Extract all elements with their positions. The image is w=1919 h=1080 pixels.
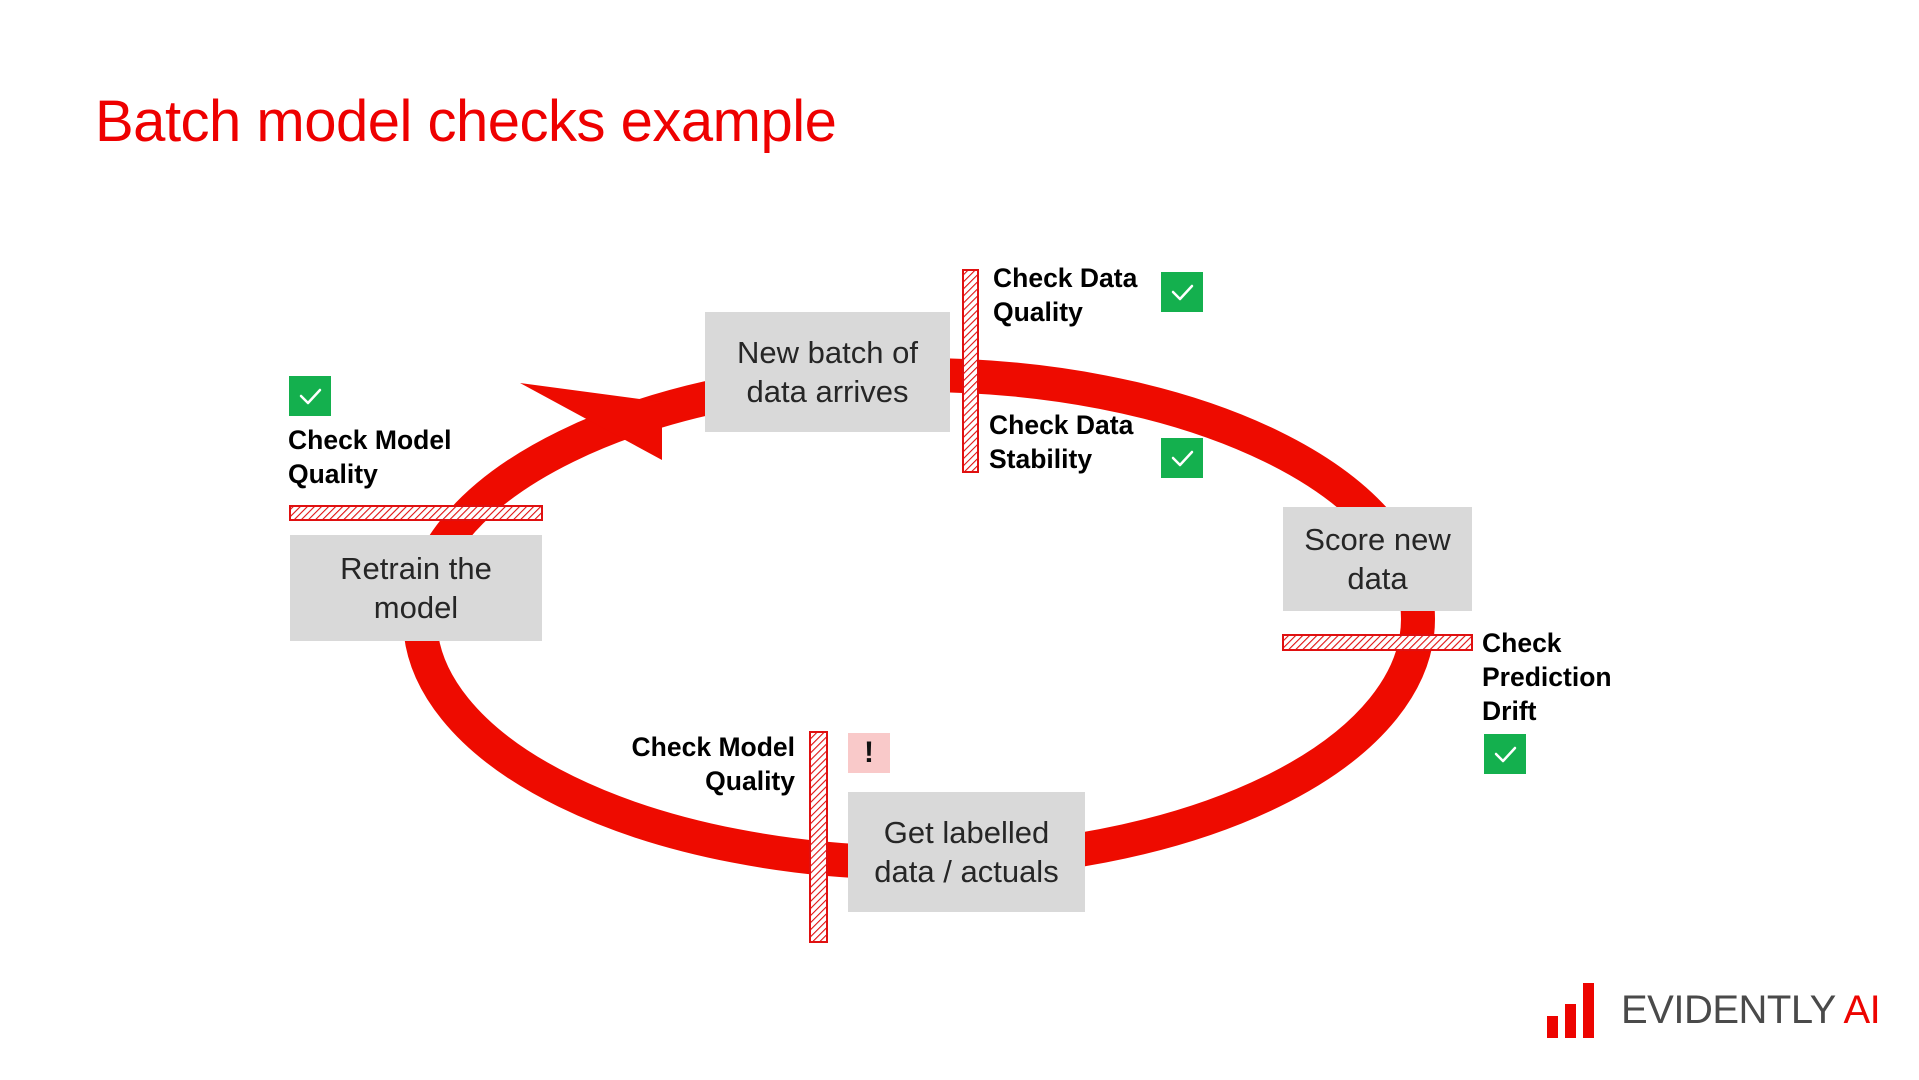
check-icon	[1484, 734, 1526, 774]
gate-model-quality-labels	[809, 731, 828, 943]
check-data-stability-label: Check Data Stability	[989, 410, 1134, 474]
page-title: Batch model checks example	[95, 89, 837, 154]
check-model-quality-labels-label: Check Model Quality	[631, 732, 795, 796]
brand-logo: EVIDENTLY AI	[1547, 980, 1881, 1040]
brand-name: EVIDENTLY AI	[1621, 987, 1881, 1032]
check-prediction-drift-label: Check Prediction Drift	[1482, 628, 1612, 726]
cycle-arrow-icon	[520, 383, 662, 460]
step-new-batch: New batch of data arrives	[705, 312, 950, 432]
alert-icon: !	[848, 733, 890, 773]
check-data-quality-label: Check Data Quality	[993, 263, 1138, 327]
check-icon	[289, 376, 331, 416]
step-retrain-model: Retrain the model	[290, 535, 542, 641]
step-score-data: Score new data	[1283, 507, 1472, 611]
check-icon	[1161, 438, 1203, 478]
gate-prediction-drift	[1282, 634, 1473, 651]
cycle-loop	[403, 358, 1435, 880]
check-icon	[1161, 272, 1203, 312]
step-get-labelled-data: Get labelled data / actuals	[848, 792, 1085, 912]
gate-model-quality-retrain	[289, 505, 543, 521]
check-model-quality-retrain-label: Check Model Quality	[288, 425, 452, 489]
gate-data-checks	[962, 269, 979, 473]
logo-bars-icon	[1547, 980, 1607, 1040]
